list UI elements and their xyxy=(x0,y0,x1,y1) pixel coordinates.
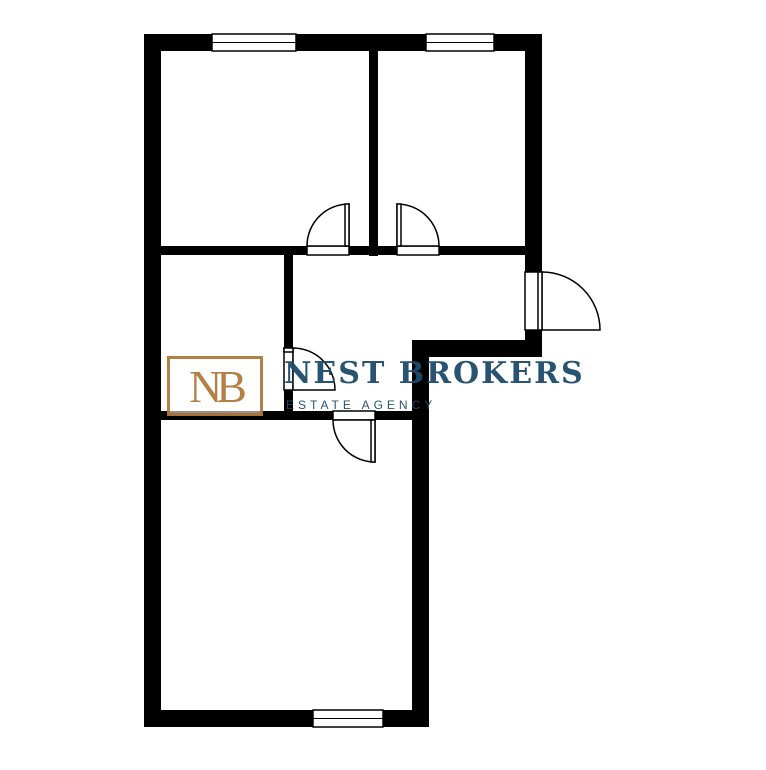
door-bedroom-right xyxy=(396,203,440,256)
nb-monogram-logo: NB xyxy=(167,356,263,416)
brand-tagline: ESTATE AGENCY xyxy=(286,398,437,412)
wall-right-lower xyxy=(412,340,429,727)
wall-small-room-right xyxy=(284,246,293,420)
wall-bottom xyxy=(144,710,429,727)
wall-living-top xyxy=(144,411,429,420)
doors xyxy=(283,203,601,463)
door-entrance xyxy=(524,271,601,331)
window-bottom xyxy=(312,709,384,728)
door-living-room xyxy=(332,410,376,463)
monogram-text: NB xyxy=(189,361,247,412)
door-small-room xyxy=(283,347,336,391)
door-bedroom-left xyxy=(306,203,350,256)
window-top-right xyxy=(425,33,495,52)
wall-step-horizontal xyxy=(412,340,542,357)
brand-name: NEST BROKERS xyxy=(284,356,585,391)
wall-between-bedrooms xyxy=(369,34,378,256)
nest-brokers-watermark: NB NEST BROKERS ESTATE AGENCY xyxy=(167,356,607,418)
windows xyxy=(211,33,495,728)
window-top-left xyxy=(211,33,297,52)
wall-left xyxy=(144,34,161,727)
